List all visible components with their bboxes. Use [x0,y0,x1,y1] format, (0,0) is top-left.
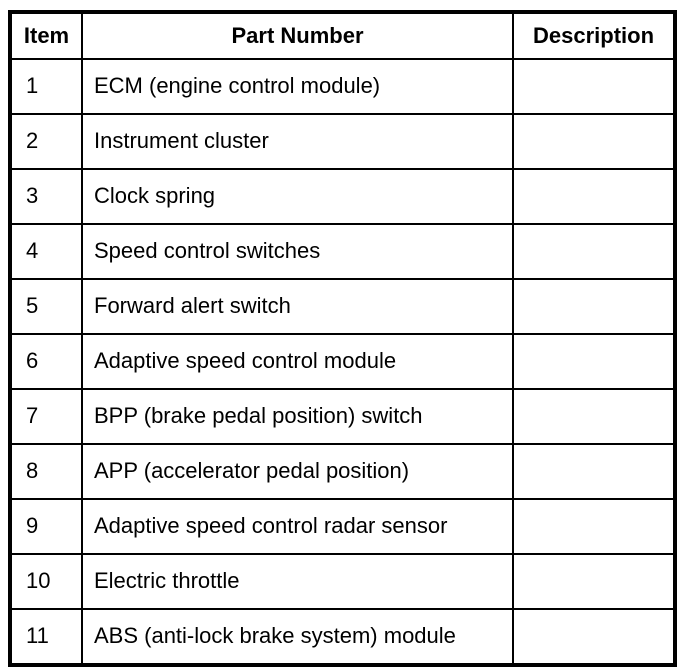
description-cell [512,498,676,555]
column-header-description: Description [512,11,676,60]
item-number: 8 [9,443,83,500]
part-number: Speed control switches [81,223,514,280]
description-cell [512,608,676,666]
part-number: BPP (brake pedal position) switch [81,388,514,445]
description-cell [512,388,676,445]
part-number: Clock spring [81,168,514,225]
item-number: 10 [9,553,83,610]
table-row: 10 Electric throttle [9,553,676,610]
item-number: 7 [9,388,83,445]
table-row: 1 ECM (engine control module) [9,58,676,115]
part-number: ECM (engine control module) [81,58,514,115]
description-cell [512,58,676,115]
parts-table: Item Part Number Description 1 ECM (engi… [8,10,677,667]
table-row: 4 Speed control switches [9,223,676,280]
part-number: Instrument cluster [81,113,514,170]
part-number: Electric throttle [81,553,514,610]
column-header-part-number: Part Number [81,11,514,60]
description-cell [512,168,676,225]
part-number: Adaptive speed control radar sensor [81,498,514,555]
description-cell [512,333,676,390]
table-row: 5 Forward alert switch [9,278,676,335]
item-number: 3 [9,168,83,225]
table-row: 2 Instrument cluster [9,113,676,170]
table-row: 11 ABS (anti-lock brake system) module [9,608,676,666]
table-row: 8 APP (accelerator pedal position) [9,443,676,500]
description-cell [512,553,676,610]
parts-table-header: Item Part Number Description [9,11,676,60]
item-number: 1 [9,58,83,115]
item-number: 4 [9,223,83,280]
header-row: Item Part Number Description [9,11,676,60]
description-cell [512,223,676,280]
part-number: Forward alert switch [81,278,514,335]
description-cell [512,278,676,335]
parts-table-body: 1 ECM (engine control module) 2 Instrume… [9,58,676,666]
item-number: 2 [9,113,83,170]
table-row: 7 BPP (brake pedal position) switch [9,388,676,445]
part-number: APP (accelerator pedal position) [81,443,514,500]
part-number: ABS (anti-lock brake system) module [81,608,514,666]
item-number: 6 [9,333,83,390]
column-header-item: Item [9,11,83,60]
table-row: 6 Adaptive speed control module [9,333,676,390]
description-cell [512,443,676,500]
part-number: Adaptive speed control module [81,333,514,390]
item-number: 5 [9,278,83,335]
item-number: 11 [9,608,83,666]
table-row: 9 Adaptive speed control radar sensor [9,498,676,555]
item-number: 9 [9,498,83,555]
table-row: 3 Clock spring [9,168,676,225]
description-cell [512,113,676,170]
